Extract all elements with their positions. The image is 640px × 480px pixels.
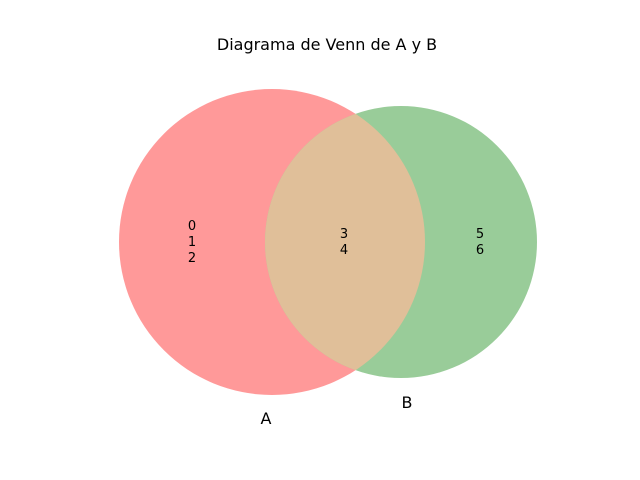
intersection-region	[265, 106, 425, 378]
set-a-label: A	[261, 409, 272, 428]
region-a-only-item: 2	[188, 251, 196, 266]
region-intersection-item: 4	[340, 243, 348, 258]
region-intersection-item: 3	[340, 227, 348, 242]
region-b-only-item: 5	[476, 227, 484, 242]
set-b-label: B	[402, 393, 413, 412]
region-b-only-item: 6	[476, 243, 484, 258]
diagram-title: Diagrama de Venn de A y B	[217, 35, 437, 54]
region-a-only-item: 1	[188, 235, 196, 250]
region-a-only-item: 0	[188, 219, 196, 234]
